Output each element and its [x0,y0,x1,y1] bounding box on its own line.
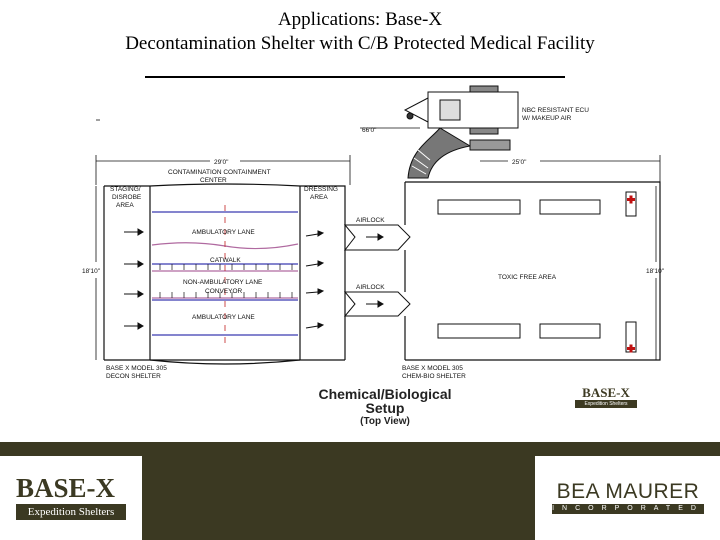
ecu-trailer [403,85,519,179]
dimension-line-top [95,155,661,185]
title-line-2: Decontamination Shelter with C/B Protect… [125,33,595,54]
lane-3-label-1: NON-AMBULATORY LANE [183,279,263,286]
airlocks [343,224,411,317]
title-line-1: Applications: Base-X [277,9,443,30]
dim-cmu-label: 25'0" [512,159,527,166]
dim-ecu-label: 66'0" [362,127,377,134]
staging-label-2: DISROBE [112,194,142,201]
staging-label-3: AREA [116,202,134,209]
lane-1-label: AMBULATORY LANE [192,229,255,236]
lane-4-label: AMBULATORY LANE [192,314,255,321]
title-underline [145,76,565,78]
dim-decon-label: 29'0" [214,159,229,166]
conveyor-rollers [159,264,293,298]
dressing-label-2: AREA [310,194,328,201]
height-right-label: 18'10" [646,268,665,275]
small-logo-brand: BASE-X [582,385,630,400]
height-dimension [95,186,657,360]
bea-maurer-logo-tag: INCORPORATED [552,504,704,514]
shelter-floor-plan: NBC RESISTANT ECU W/ MAKEUP AIR 66'0" 29… [82,85,665,380]
airlock-bottom-label: AIRLOCK [356,284,385,291]
airlock-top-label: AIRLOCK [356,217,385,224]
containment-label-1: CONTAMINATION CONTAINMENT [168,169,271,176]
cmu-shelter [404,181,661,361]
bea-maurer-logo-name: BEA MAURER [556,480,700,503]
decon-model-label-2: DECON SHELTER [106,373,161,380]
height-left-label: 18'10" [82,268,101,275]
small-logo-tag: Expedition Shelters [575,400,637,408]
setup-line-1: Chemical/Biological [318,386,452,402]
small-basex-logo: BASE-X Expedition Shelters [575,386,637,412]
litters [437,191,637,353]
basex-logo-brand: BASE-X [16,473,116,503]
basex-logo-tag: Expedition Shelters [16,504,126,520]
lane-2-label: CATWALK [210,257,241,264]
setup-line-2: Setup [365,400,405,416]
slide-title: Applications: Base-X Decontamination She… [0,8,720,56]
medical-cross-icon [627,195,635,353]
ecu-label-2: W/ MAKEUP AIR [522,115,572,122]
dimension-line-ecu [96,119,420,129]
decon-lanes [151,205,299,345]
footer-bea-panel [535,456,720,540]
containment-label-2: CENTER [200,177,227,184]
ecu-label-1: NBC RESISTANT ECU [522,107,589,114]
lane-3-label-2: CONVEYOR [205,288,243,295]
setup-title: Chemical/Biological Setup [300,387,470,415]
cmu-model-label-1: BASE X MODEL 305 [402,365,463,372]
decon-model-label-1: BASE X MODEL 305 [106,365,167,372]
dressing-label-1: DRESSING [304,186,338,193]
toxic-free-label: TOXIC FREE AREA [498,274,557,281]
cmu-model-label-2: CHEM-BIO SHELTER [402,373,466,380]
decon-shelter [103,183,346,365]
footer-basex-panel [0,456,142,540]
staging-label-1: STAGING/ [110,186,141,193]
entry-arrows [124,228,325,330]
setup-subtitle: (Top View) [360,416,410,427]
